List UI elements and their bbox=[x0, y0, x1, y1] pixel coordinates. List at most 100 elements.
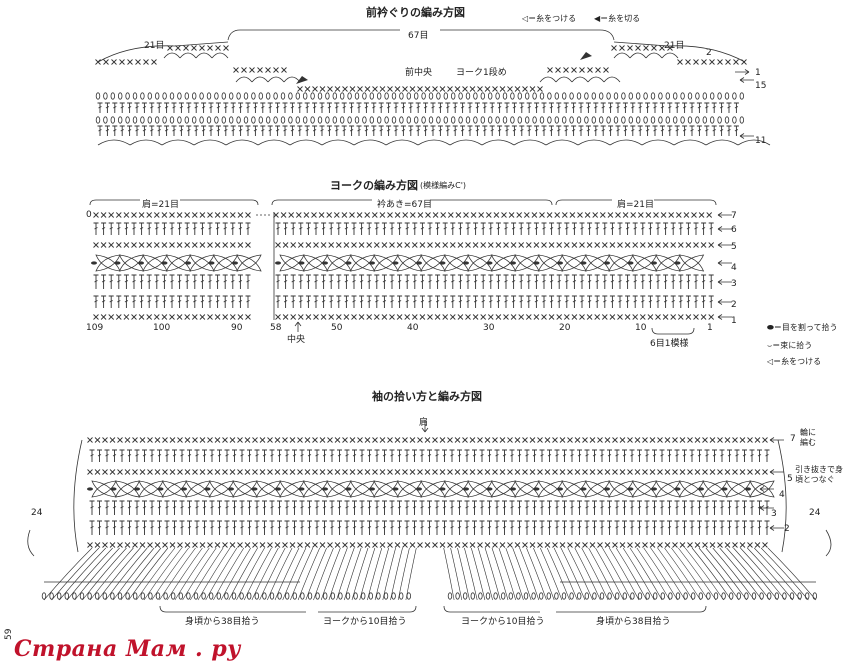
sc-stitch bbox=[462, 86, 468, 92]
dc-stitch bbox=[644, 449, 650, 462]
yoke-bottom-58: 58 bbox=[270, 323, 282, 333]
dc-stitch bbox=[199, 295, 205, 308]
dc-stitch bbox=[344, 500, 350, 515]
dc-stitch bbox=[314, 449, 320, 462]
split-pick-mark bbox=[322, 487, 328, 491]
dc-stitch bbox=[142, 449, 147, 462]
dc-stitch bbox=[659, 102, 665, 113]
dc-stitch bbox=[556, 274, 562, 289]
chain-stitch bbox=[675, 592, 681, 600]
dc-stitch bbox=[313, 295, 319, 308]
sc-stitch bbox=[176, 314, 183, 320]
chain-stitch bbox=[463, 592, 468, 600]
sc-stitch bbox=[556, 242, 563, 248]
dc-stitch bbox=[123, 222, 129, 235]
dc-stitch bbox=[473, 274, 479, 289]
sc-stitch bbox=[655, 242, 661, 248]
dc-stitch bbox=[312, 125, 318, 136]
dc-stitch bbox=[592, 500, 597, 515]
chain-stitch bbox=[577, 592, 582, 600]
dc-stitch bbox=[655, 295, 661, 308]
dc-stitch bbox=[704, 102, 710, 113]
side-arrow bbox=[27, 529, 35, 557]
dc-stitch bbox=[374, 222, 380, 235]
sleeve-row-5: 5 bbox=[787, 474, 793, 484]
chain-stitch bbox=[736, 592, 741, 600]
chain-stitch bbox=[630, 592, 635, 600]
pickup-stitch bbox=[228, 547, 258, 601]
dc-stitch bbox=[304, 102, 310, 113]
dc-stitch bbox=[187, 520, 192, 535]
dc-stitch bbox=[202, 520, 207, 535]
dc-stitch bbox=[351, 295, 357, 308]
chain-stitch bbox=[132, 592, 138, 600]
sc-stitch bbox=[222, 469, 228, 475]
sc-stitch bbox=[192, 542, 198, 548]
dc-stitch bbox=[298, 295, 304, 308]
dc-stitch bbox=[415, 125, 421, 136]
dc-stitch bbox=[615, 102, 621, 113]
sc-stitch bbox=[544, 469, 551, 475]
dc-stitch bbox=[622, 102, 628, 113]
sc-stitch bbox=[244, 437, 251, 443]
dc-stitch bbox=[622, 500, 627, 515]
legend-bundle-pick: ⌣＝束に拾う bbox=[767, 340, 812, 351]
sc-stitch bbox=[574, 437, 581, 443]
sc-stitch bbox=[117, 542, 123, 548]
sc-stitch bbox=[541, 314, 547, 320]
sc-stitch bbox=[267, 469, 273, 475]
sc-stitch bbox=[432, 212, 439, 218]
note-knit-in-round: 輪に編む bbox=[800, 428, 816, 447]
dc-stitch bbox=[404, 222, 410, 235]
chain-stitch bbox=[628, 116, 633, 124]
sc-stitch bbox=[364, 212, 371, 218]
dc-stitch bbox=[349, 102, 355, 113]
dc-stitch bbox=[297, 102, 303, 113]
dc-stitch bbox=[585, 102, 591, 113]
sc-stitch bbox=[102, 542, 108, 548]
dc-stitch bbox=[299, 449, 305, 462]
split-pick-mark bbox=[114, 261, 121, 265]
dc-stitch bbox=[569, 520, 575, 535]
chain-stitch bbox=[406, 92, 411, 100]
dc-stitch bbox=[615, 125, 621, 136]
sc-stitch bbox=[245, 314, 251, 320]
dc-stitch bbox=[452, 102, 458, 113]
dc-stitch bbox=[282, 125, 288, 136]
chain-stitch bbox=[501, 592, 506, 600]
note-join-slip-stitch: 引き抜きで身頃とつなぐ bbox=[795, 465, 843, 484]
chain-arch bbox=[661, 52, 679, 59]
split-pick-icon: ⬬ bbox=[767, 323, 774, 332]
chain-stitch bbox=[488, 116, 493, 124]
split-pick-mark bbox=[439, 261, 446, 265]
dc-stitch bbox=[670, 295, 676, 308]
sc-stitch bbox=[599, 212, 606, 218]
chain-stitch bbox=[606, 116, 611, 124]
sc-stitch bbox=[465, 314, 471, 320]
cluster-stitch bbox=[678, 254, 705, 272]
dc-stitch bbox=[378, 125, 384, 136]
dc-stitch bbox=[224, 449, 230, 462]
dc-stitch bbox=[617, 295, 623, 308]
sc-stitch bbox=[533, 242, 540, 248]
dc-stitch bbox=[457, 295, 463, 308]
pickup-stitch bbox=[97, 547, 141, 601]
chain-stitch bbox=[493, 592, 498, 600]
chain-stitch bbox=[683, 592, 688, 600]
pickup-stitch bbox=[313, 547, 334, 601]
dc-stitch bbox=[329, 520, 335, 535]
dc-stitch bbox=[549, 222, 555, 235]
yoke-row-2: 2 bbox=[731, 300, 737, 310]
dc-stitch bbox=[374, 500, 380, 515]
sc-stitch bbox=[93, 242, 99, 248]
dc-stitch bbox=[169, 295, 175, 308]
pickup-stitch bbox=[678, 547, 717, 601]
dc-stitch bbox=[533, 295, 539, 308]
sc-stitch bbox=[139, 437, 146, 443]
dc-stitch bbox=[674, 125, 680, 136]
sc-stitch bbox=[725, 59, 731, 65]
sc-stitch bbox=[176, 242, 183, 248]
dc-stitch bbox=[614, 500, 620, 515]
sc-stitch bbox=[335, 242, 342, 248]
dc-stitch bbox=[652, 449, 657, 462]
